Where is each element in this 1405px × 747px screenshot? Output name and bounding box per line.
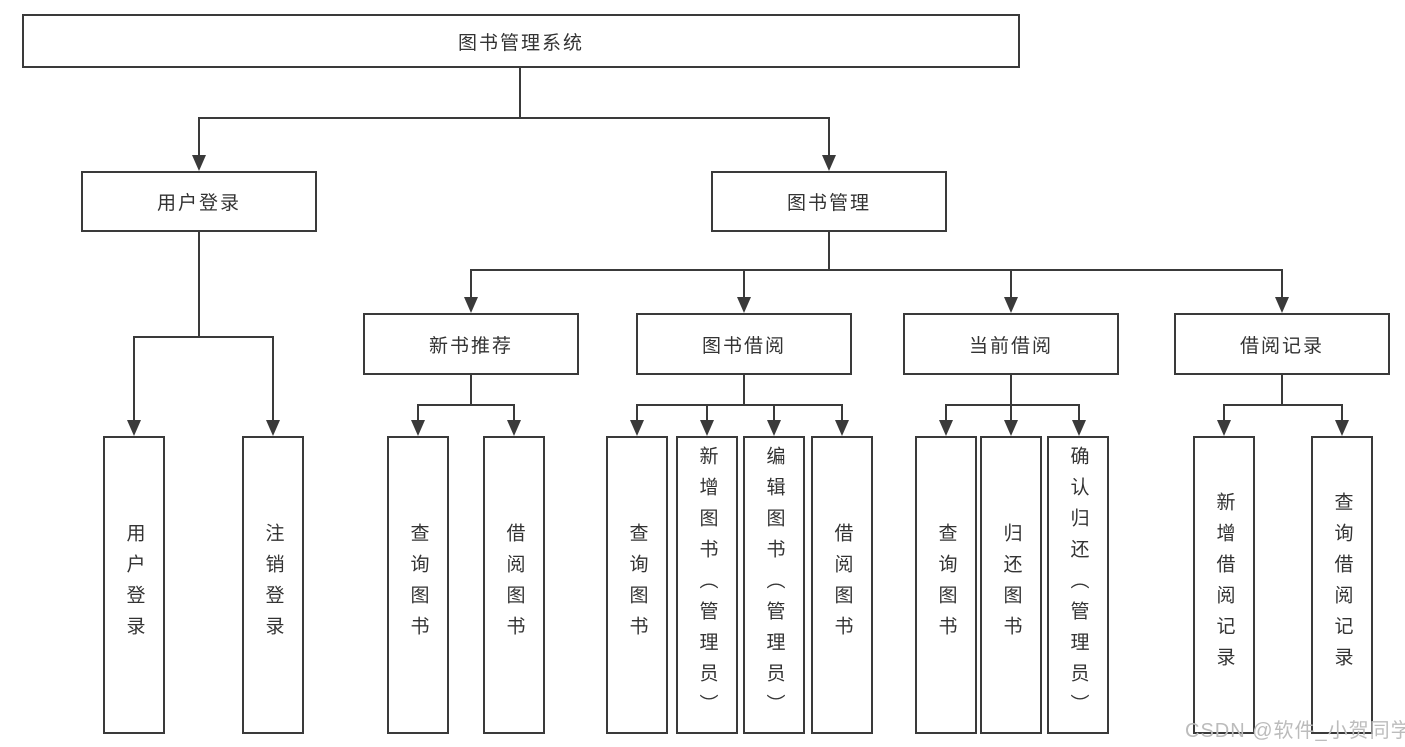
arrowhead-leaf (411, 420, 425, 436)
connector-book-borrow-split (636, 404, 843, 406)
connector-drop-user-login (198, 117, 200, 155)
arrowhead-leaf-logout (266, 420, 280, 436)
connector-user-login-stem (198, 232, 200, 338)
connector-drop-current-borrow (1010, 269, 1012, 297)
arrowhead-current-borrow (1004, 297, 1018, 313)
arrowhead-leaf (700, 420, 714, 436)
arrowhead-book-borrow (737, 297, 751, 313)
leaf-add-borrow-record: 新增借阅记录 (1193, 436, 1255, 734)
connector-drop (417, 404, 419, 421)
arrowhead-leaf (1217, 420, 1231, 436)
leaf-confirm-return-admin: 确认归还（管理员） (1047, 436, 1109, 734)
connector-drop-leaf-logout (272, 336, 274, 421)
arrowhead-leaf (939, 420, 953, 436)
connector-drop (1010, 404, 1012, 421)
leaf-user-login: 用户登录 (103, 436, 165, 734)
arrowhead-borrow-records (1275, 297, 1289, 313)
connector-borrow-records-stem (1281, 375, 1283, 406)
connector-drop (636, 404, 638, 421)
node-library-system: 图书管理系统 (22, 14, 1020, 68)
leaf-add-books-admin: 新增图书（管理员） (676, 436, 738, 734)
leaf-return-books: 归还图书 (980, 436, 1042, 734)
connector-drop-new-book (470, 269, 472, 297)
node-new-book-recommend: 新书推荐 (363, 313, 579, 375)
leaf-edit-books-admin: 编辑图书（管理员） (743, 436, 805, 734)
connector-new-book-stem (470, 375, 472, 406)
arrowhead-leaf-login (127, 420, 141, 436)
leaf-logout: 注销登录 (242, 436, 304, 734)
connector-drop (945, 404, 947, 421)
connector-drop-borrow-records (1281, 269, 1283, 297)
connector-drop (1078, 404, 1080, 421)
connector-drop (1341, 404, 1343, 421)
connector-borrow-records-split (1223, 404, 1343, 406)
leaf-borrow-books-recommend: 借阅图书 (483, 436, 545, 734)
leaf-query-borrow-record: 查询借阅记录 (1311, 436, 1373, 734)
arrowhead-leaf (507, 420, 521, 436)
arrowhead-leaf (1335, 420, 1349, 436)
csdn-watermark: CSDN @软件_小贺同学 (1185, 720, 1405, 742)
connector-root-split (198, 117, 830, 119)
connector-drop-book-borrow (743, 269, 745, 297)
node-book-borrow: 图书借阅 (636, 313, 852, 375)
node-book-management: 图书管理 (711, 171, 947, 232)
arrowhead-book-mgmt (822, 155, 836, 171)
connector-book-mgmt-stem (828, 232, 830, 271)
arrowhead-leaf (835, 420, 849, 436)
connector-root-stem (519, 68, 521, 118)
connector-drop (706, 404, 708, 421)
leaf-query-books-borrow: 查询图书 (606, 436, 668, 734)
connector-drop-book-mgmt (828, 117, 830, 155)
connector-current-borrow-stem (1010, 375, 1012, 406)
connector-current-borrow-split (945, 404, 1079, 406)
arrowhead-leaf (767, 420, 781, 436)
arrowhead-leaf (1072, 420, 1086, 436)
connector-book-borrow-stem (743, 375, 745, 406)
arrowhead-new-book (464, 297, 478, 313)
leaf-query-books-current: 查询图书 (915, 436, 977, 734)
connector-new-book-split (417, 404, 515, 406)
node-user-login: 用户登录 (81, 171, 317, 232)
connector-user-login-split (133, 336, 274, 338)
connector-drop (513, 404, 515, 421)
leaf-query-books-recommend: 查询图书 (387, 436, 449, 734)
connector-drop (841, 404, 843, 421)
arrowhead-user-login (192, 155, 206, 171)
leaf-borrow-books: 借阅图书 (811, 436, 873, 734)
connector-drop-leaf-login (133, 336, 135, 421)
arrowhead-leaf (1004, 420, 1018, 436)
connector-drop (1223, 404, 1225, 421)
arrowhead-leaf (630, 420, 644, 436)
node-current-borrow: 当前借阅 (903, 313, 1119, 375)
connector-drop (773, 404, 775, 421)
node-borrow-records: 借阅记录 (1174, 313, 1390, 375)
connector-book-mgmt-split (470, 269, 1283, 271)
